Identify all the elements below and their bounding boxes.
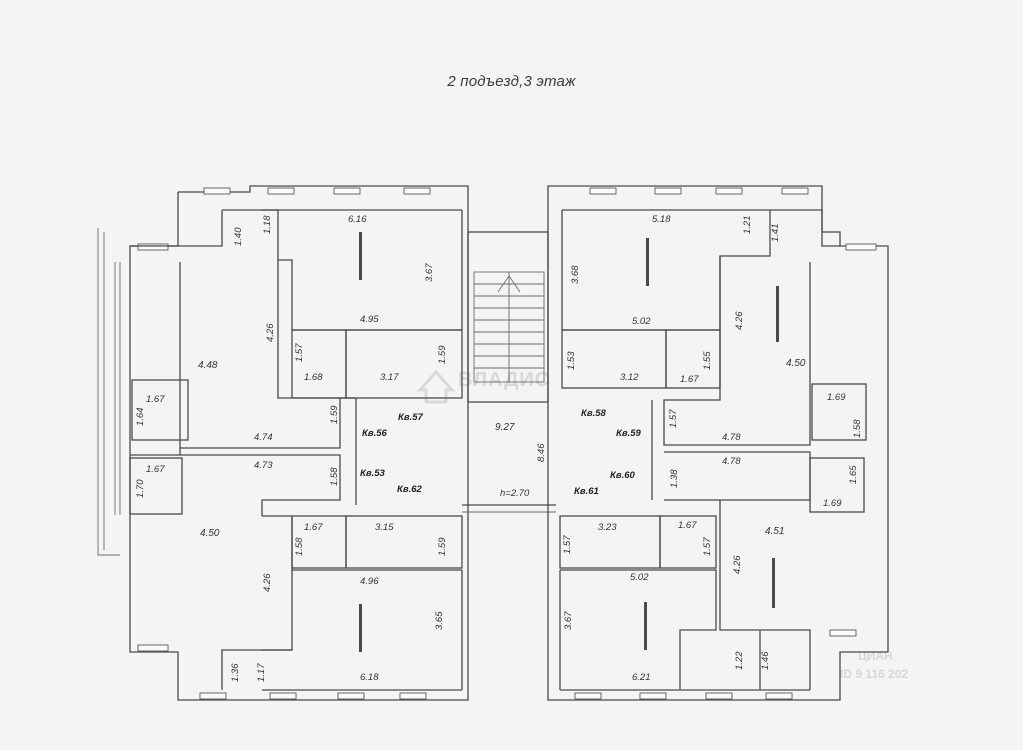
room-area: 4.50 — [786, 358, 806, 369]
dim-label: 1.57 — [668, 409, 679, 428]
dim-label: 1.40 — [233, 227, 244, 246]
dim-label: 1.22 — [734, 651, 745, 670]
dim-label: 1.58 — [294, 537, 305, 556]
left-dimensions: 6.16 1.40 1.18 3.67 4.95 4.26 4.48 1.57 … — [135, 214, 448, 683]
apartment-label-59: Кв.59 — [616, 428, 642, 439]
right-interior-walls — [559, 209, 867, 691]
left-windows — [137, 187, 431, 700]
dim-label: 1.57 — [702, 537, 713, 556]
apartment-label-60: Кв.60 — [610, 470, 636, 481]
dim-label: 3.12 — [620, 372, 639, 383]
dim-label: 3.67 — [424, 263, 435, 282]
plan-title: 2 подъезд,3 этаж — [447, 73, 576, 90]
dim-label: 1.69 — [823, 498, 842, 509]
dim-label: 1.69 — [827, 392, 846, 403]
apartment-label-61: Кв.61 — [574, 486, 599, 497]
dim-label: 1.58 — [852, 419, 863, 438]
apartment-label-62: Кв.62 — [397, 484, 423, 495]
ceiling-height: h=2.70 — [500, 488, 530, 499]
dim-label: 6.16 — [348, 214, 367, 225]
dim-label: 1.65 — [848, 465, 859, 484]
dim-label: 1.59 — [437, 537, 448, 556]
dim-label: 3.68 — [570, 265, 581, 284]
left-interior-walls — [129, 209, 463, 691]
dim-label: 1.67 — [678, 520, 697, 531]
dim-label: 5.02 — [632, 316, 651, 327]
dim-label: 1.21 — [742, 216, 753, 235]
watermark-brand: ВЛАДИС — [458, 369, 550, 391]
dim-label: 6.21 — [632, 672, 651, 683]
dim-label: 1.17 — [256, 663, 267, 682]
dim-label: 4.74 — [254, 432, 273, 443]
dim-label: 4.26 — [265, 323, 276, 342]
dim-label: 4.78 — [722, 432, 741, 443]
hall-length: 8.46 — [536, 443, 547, 462]
dim-label: 1.67 — [146, 394, 165, 405]
dim-label: 1.41 — [770, 224, 781, 243]
dim-label: 3.65 — [434, 611, 445, 630]
dim-label: 1.64 — [135, 408, 146, 427]
right-windows — [574, 187, 877, 700]
radiator-bars — [359, 232, 779, 652]
dim-label: 1.53 — [566, 351, 577, 370]
left-wing-walls — [129, 185, 556, 701]
dim-label: 1.57 — [562, 535, 573, 554]
room-area: 4.48 — [198, 360, 218, 371]
room-area: 4.51 — [765, 526, 784, 537]
hall-area: 9.27 — [495, 422, 515, 433]
exterior-lines — [97, 228, 121, 556]
dim-label: 1.67 — [680, 374, 699, 385]
dim-label: 1.59 — [437, 345, 448, 364]
hall-labels: 9.27 8.46 h=2.70 — [495, 422, 547, 499]
dim-label: 3.23 — [598, 522, 617, 533]
dim-label: 1.67 — [304, 522, 323, 533]
apartment-labels: Кв.57 Кв.56 Кв.58 Кв.59 Кв.53 Кв.62 Кв.6… — [360, 408, 642, 497]
apartment-label-58: Кв.58 — [581, 408, 607, 419]
dim-label: 4.26 — [262, 573, 273, 592]
dim-label: 1.36 — [230, 663, 241, 682]
dim-label: 6.18 — [360, 672, 379, 683]
dim-label: 1.18 — [262, 215, 273, 234]
apartment-label-56: Кв.56 — [362, 428, 388, 439]
right-wing-walls — [547, 185, 889, 701]
dim-label: 1.46 — [760, 651, 771, 670]
room-area: 4.50 — [200, 528, 220, 539]
dim-label: 4.78 — [722, 456, 741, 467]
dim-label: 3.15 — [375, 522, 394, 533]
dim-label: 4.26 — [732, 555, 743, 574]
dim-label: 1.58 — [329, 467, 340, 486]
dim-label: 1.38 — [669, 469, 680, 488]
dim-label: 1.59 — [329, 405, 340, 424]
dim-label: 4.95 — [360, 314, 379, 325]
dim-label: 4.26 — [734, 311, 745, 330]
apartment-label-57: Кв.57 — [398, 412, 424, 423]
dim-label: 4.73 — [254, 460, 273, 471]
right-dimensions: 5.18 1.21 1.41 3.68 5.02 4.26 4.50 1.53 … — [562, 214, 863, 683]
watermark-logo-icon — [416, 369, 456, 404]
apartment-label-53: Кв.53 — [360, 468, 386, 479]
staircase — [473, 271, 545, 383]
dim-label: 5.18 — [652, 214, 671, 225]
dim-label: 1.55 — [702, 351, 713, 370]
dim-label: 3.67 — [563, 611, 574, 630]
dim-label: 1.70 — [135, 479, 146, 498]
dim-label: 5.02 — [630, 572, 649, 583]
dim-label: 1.57 — [294, 343, 305, 362]
dim-label: 1.68 — [304, 372, 323, 383]
watermark-corner-bottom: ID 9 116 202 — [840, 667, 908, 681]
dim-label: 3.17 — [380, 372, 399, 383]
dim-label: 4.96 — [360, 576, 379, 587]
dim-label: 1.67 — [146, 464, 165, 475]
